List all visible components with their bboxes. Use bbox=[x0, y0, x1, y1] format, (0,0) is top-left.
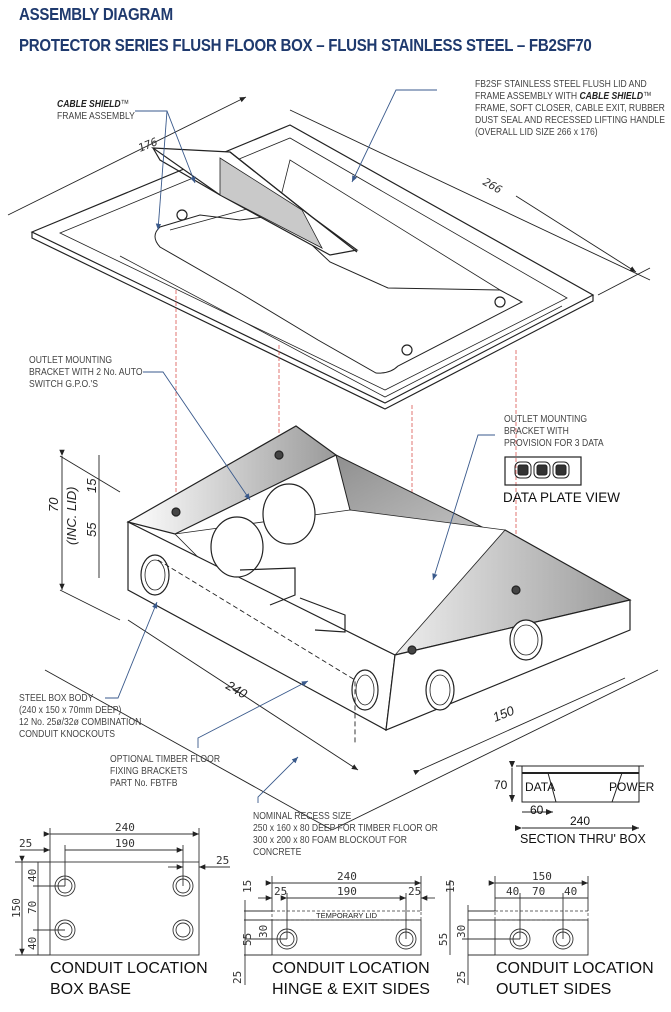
outlet-lid-height: 15 bbox=[444, 880, 457, 893]
callout-line: PART No. FBTFB bbox=[110, 777, 178, 789]
callout-line: 300 x 200 x 80 FOAM BLOCKOUT FOR bbox=[253, 834, 407, 846]
section-power-label: POWER bbox=[609, 780, 655, 794]
callout-line: (240 x 150 x 70mm DEEP) bbox=[19, 704, 122, 716]
trademark: ™ bbox=[643, 90, 652, 102]
base-left-offset: 25 bbox=[19, 837, 32, 850]
view-title-line2: BOX BASE bbox=[50, 981, 131, 998]
hinge-view bbox=[244, 876, 435, 985]
box-dimensions bbox=[44, 449, 659, 831]
hinge-inner-width: 190 bbox=[337, 885, 357, 898]
outlet-view-title: CONDUIT LOCATION OUTLET SIDES bbox=[496, 958, 654, 1000]
view-title-line1: CONDUIT LOCATION bbox=[50, 960, 208, 977]
hinge-body-height: 55 bbox=[241, 933, 254, 946]
hinge-lid-label: TEMPORARY LID bbox=[316, 911, 378, 920]
box-height-dimension: 70 bbox=[46, 497, 61, 512]
data-plate-view-label: DATA PLATE VIEW bbox=[503, 490, 621, 505]
hinge-view-title: CONDUIT LOCATION HINGE & EXIT SIDES bbox=[272, 958, 430, 1000]
callout-line: OUTLET MOUNTING bbox=[504, 413, 588, 425]
box-length-dimension: 240 bbox=[223, 677, 251, 702]
view-title-line1: CONDUIT LOCATION bbox=[272, 960, 430, 977]
callout-line: STEEL BOX BODY bbox=[19, 692, 94, 704]
callout-line: DUST SEAL AND RECESSED LIFTING HANDLE bbox=[475, 114, 665, 126]
outlet-middle-spacing: 70 bbox=[532, 885, 545, 898]
cable-shield-callout: CABLE SHIELD™ FRAME ASSEMBLY bbox=[57, 98, 135, 122]
callout-line: CONCRETE bbox=[253, 846, 302, 858]
timber-bracket-callout: OPTIONAL TIMBER FLOOR FIXING BRACKETS PA… bbox=[110, 753, 220, 789]
lid-width-dimension: 176 bbox=[136, 135, 160, 155]
leader-lines bbox=[105, 89, 495, 803]
callout-line: OUTLET MOUNTING bbox=[29, 354, 113, 366]
base-inner-width: 190 bbox=[115, 837, 135, 850]
base-bottom-offset: 40 bbox=[26, 937, 39, 950]
trademark: ™ bbox=[120, 98, 130, 110]
view-title-line2: HINGE & EXIT SIDES bbox=[272, 981, 430, 998]
page-heading: ASSEMBLY DIAGRAM bbox=[19, 4, 173, 24]
outlet-left-offset: 40 bbox=[506, 885, 519, 898]
steel-box-callout: STEEL BOX BODY (240 x 150 x 70mm DEEP) 1… bbox=[19, 692, 141, 740]
base-view bbox=[15, 828, 230, 956]
callout-line: FRAME, SOFT CLOSER, CABLE EXIT, RUBBER bbox=[475, 102, 665, 114]
callout-line: PROVISION FOR 3 DATA bbox=[504, 437, 604, 449]
base-right-offset: 25 bbox=[216, 854, 229, 867]
outlet-view bbox=[449, 876, 589, 985]
data-bracket-callout: OUTLET MOUNTING BRACKET WITH PROVISION F… bbox=[504, 413, 604, 449]
hinge-overall-width: 240 bbox=[337, 870, 357, 883]
hinge-hole-height: 30 bbox=[257, 925, 270, 938]
base-overall-height: 150 bbox=[10, 898, 23, 918]
callout-line: OPTIONAL TIMBER FLOOR bbox=[110, 753, 221, 765]
outlet-hole-height: 30 bbox=[455, 925, 468, 938]
view-title-line1: CONDUIT LOCATION bbox=[496, 960, 654, 977]
callout-line: FRAME ASSEMBLY bbox=[57, 110, 135, 122]
callout-line: BRACKET WITH 2 No. AUTO bbox=[29, 366, 143, 378]
outlet-below-offset: 25 bbox=[455, 971, 468, 984]
outlet-right-offset: 40 bbox=[564, 885, 577, 898]
gpo-bracket-callout: OUTLET MOUNTING BRACKET WITH 2 No. AUTO … bbox=[29, 354, 143, 390]
data-plate bbox=[504, 456, 582, 486]
callout-line: BRACKET WITH bbox=[504, 425, 569, 437]
base-top-offset: 40 bbox=[26, 869, 39, 882]
section-title: SECTION THRU' BOX bbox=[520, 832, 646, 846]
callout-line: NOMINAL RECESS SIZE bbox=[253, 810, 352, 822]
callout-line: (OVERALL LID SIZE 266 x 176) bbox=[475, 126, 598, 138]
hinge-lid-height: 15 bbox=[241, 880, 254, 893]
lid-frame-assembly bbox=[30, 124, 595, 410]
box-height-note: (INC. LID) bbox=[64, 487, 79, 546]
outlet-overall-width: 150 bbox=[532, 870, 552, 883]
callout-line: 12 No. 25ø/32ø COMBINATION bbox=[19, 716, 142, 728]
data-socket-icon bbox=[552, 461, 570, 479]
callout-line: CONDUIT KNOCKOUTS bbox=[19, 728, 116, 740]
hinge-left-offset: 25 bbox=[274, 885, 287, 898]
hinge-right-offset: 25 bbox=[408, 885, 421, 898]
cable-shield-brand: CABLE SHIELD bbox=[57, 98, 121, 110]
callout-line: FIXING BRACKETS bbox=[110, 765, 188, 777]
data-socket-icon bbox=[533, 461, 551, 479]
outlet-body-height: 55 bbox=[437, 933, 450, 946]
callout-line: SWITCH G.P.O.'S bbox=[29, 378, 98, 390]
steel-box-body bbox=[126, 425, 632, 745]
section-data-label: DATA bbox=[525, 780, 555, 794]
base-view-title: CONDUIT LOCATION BOX BASE bbox=[50, 958, 208, 1000]
section-drawing bbox=[509, 761, 644, 831]
box-depth-dimension: 55 bbox=[84, 522, 99, 537]
callout-line: FRAME ASSEMBLY WITH bbox=[475, 90, 580, 102]
data-socket-icon bbox=[514, 461, 532, 479]
recess-callout: NOMINAL RECESS SIZE 250 x 160 x 80 DEEP … bbox=[253, 810, 438, 858]
view-title-line2: OUTLET SIDES bbox=[496, 981, 612, 998]
callout-line: 250 x 160 x 80 DEEP FOR TIMBER FLOOR OR bbox=[253, 822, 438, 834]
lid-length-dimension: 266 bbox=[481, 175, 505, 196]
box-width-dimension: 150 bbox=[491, 702, 517, 724]
callout-line: FB2SF STAINLESS STEEL FLUSH LID AND bbox=[475, 78, 647, 90]
section-length: 240 bbox=[570, 814, 590, 828]
cable-shield-brand: CABLE SHIELD bbox=[579, 90, 644, 102]
section-height: 70 bbox=[494, 778, 508, 792]
lid-thickness-dimension: 15 bbox=[84, 478, 99, 493]
section-offset: 60 bbox=[530, 803, 544, 817]
lid-callout: FB2SF STAINLESS STEEL FLUSH LID AND FRAM… bbox=[475, 78, 665, 138]
product-title: PROTECTOR SERIES FLUSH FLOOR BOX – FLUSH… bbox=[19, 35, 592, 55]
base-middle-spacing: 70 bbox=[26, 901, 39, 914]
hinge-below-offset: 25 bbox=[231, 971, 244, 984]
base-overall-width: 240 bbox=[115, 821, 135, 834]
lid-dimensions bbox=[7, 96, 651, 296]
